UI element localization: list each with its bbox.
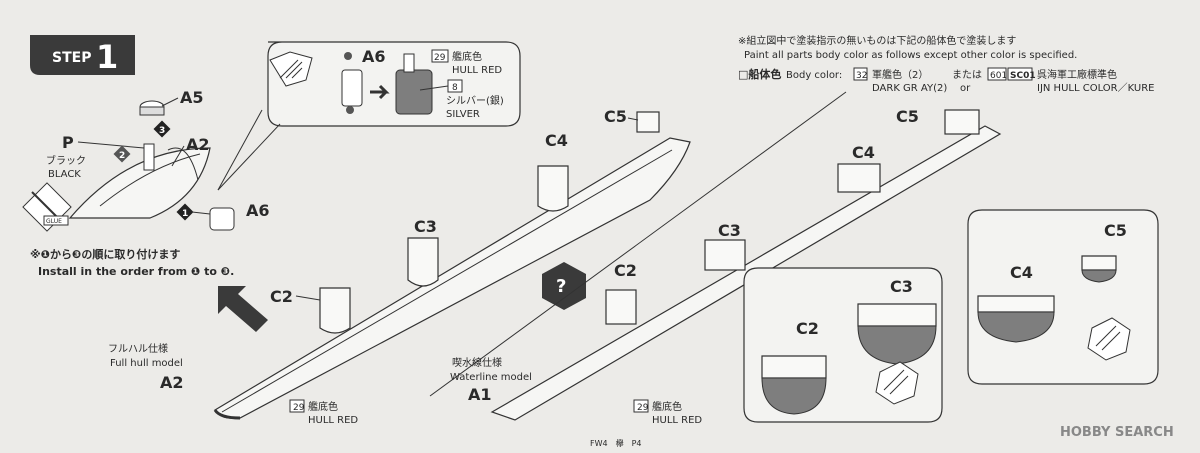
detail-paint-2-code: 8	[452, 83, 458, 93]
c5-wl-label: C5	[896, 107, 919, 126]
body-color-jp: □船体色	[738, 67, 781, 81]
part-a1-label: A1	[468, 385, 492, 404]
paint-code-box	[1007, 67, 1033, 81]
part-a2-hull-label: A2	[160, 373, 184, 392]
part-a6	[209, 207, 235, 231]
step-label: STEP	[52, 50, 91, 66]
order-marker-1: 1	[176, 203, 194, 221]
detail-paint-2-en: SILVER	[446, 109, 480, 120]
page-footer: FW4 欅 P4	[590, 439, 642, 448]
c2-full-label: C2	[270, 287, 293, 306]
hull-red-wl-en: HULL RED	[652, 415, 702, 426]
hull-red-wl-jp: 艦底色	[652, 400, 682, 413]
paint-icon	[875, 361, 919, 405]
c3-full-label: C3	[414, 217, 437, 236]
step-number: 1	[96, 38, 118, 76]
detail-paint-1-jp: 艦底色	[452, 50, 482, 63]
paint-note-jp: ※組立図中で塗装指示の無いものは下記の船体色で塗装します	[738, 34, 1016, 47]
color-2-en: IJN HULL COLOR／KURE	[1037, 82, 1154, 94]
bulkhead-c4-full	[537, 165, 569, 212]
paint-code-1: 32	[856, 71, 867, 81]
bulkhead-c3-wl	[704, 239, 746, 271]
bulkhead-c4-wl	[837, 163, 881, 193]
part-a2-bow-label: A2	[186, 135, 210, 154]
full-hull-en: Full hull model	[110, 358, 183, 369]
part-p-label: P	[62, 133, 74, 152]
detail-paint-1-en: HULL RED	[452, 65, 502, 76]
glue-icon	[269, 51, 313, 87]
c5-section-label: C5	[1104, 221, 1127, 240]
color-2-jp: 呉海軍工廠標準色	[1037, 68, 1117, 81]
svg-text:GLUE: GLUE	[46, 218, 62, 225]
part-a5-label: A5	[180, 88, 204, 107]
c5-full-label: C5	[604, 107, 627, 126]
black-paint-en: BLACK	[48, 169, 81, 180]
hull-red-full-en: HULL RED	[308, 415, 358, 426]
c2-wl-label: C2	[614, 261, 637, 280]
paint-code-box	[987, 67, 1007, 81]
detail-paint-2-jp: シルバー(銀)	[446, 94, 504, 107]
bulkhead-c5-full	[636, 111, 660, 133]
or-jp: または	[952, 69, 982, 81]
full-hull-assembly: C2 C3 C4 C5 フルハル仕様 Full hull model A2 29…	[108, 107, 691, 426]
glue-warning-icon: GLUE	[22, 182, 72, 232]
bow-assembly: A5 P A2 ブラック BLACK 1 2 3 A6 GLUE	[22, 88, 270, 232]
option-selector-icon: ?	[542, 262, 586, 310]
c4-wl-label: C4	[852, 143, 875, 162]
order-marker-2: 2	[113, 145, 131, 163]
c3-wl-label: C3	[718, 221, 741, 240]
c2-section-label: C2	[796, 319, 819, 338]
svg-text:1: 1	[182, 209, 188, 219]
cross-section-callout-c2-c3: C2 C3	[743, 267, 943, 423]
color-1-en: DARK GR AY(2)	[872, 83, 947, 94]
paint-note-en: Paint all parts body color as follows ex…	[744, 50, 1077, 61]
c4-section-label: C4	[1010, 263, 1033, 282]
detail-paint-1-code: 29	[434, 53, 446, 63]
waterline-jp: 喫水線仕様	[452, 356, 502, 369]
svg-text:?: ?	[556, 276, 566, 297]
paint-code-box	[853, 67, 868, 81]
step-badge: STEP 1	[30, 35, 135, 76]
install-note-en: Install in the order from ❶ to ❸.	[38, 265, 234, 278]
svg-text:2: 2	[119, 151, 125, 161]
bulkhead-c3-full	[407, 237, 439, 287]
black-paint-jp: ブラック	[46, 154, 86, 167]
direction-arrow-icon	[218, 286, 268, 332]
c4-full-label: C4	[545, 131, 568, 150]
body-color-en: Body color:	[786, 70, 842, 81]
bulkhead-c2-full	[319, 287, 351, 334]
paint-code-3: SC01	[1010, 71, 1036, 81]
hull-red-wl-code: 29	[637, 403, 649, 413]
detail-part-a6: A6	[362, 47, 386, 66]
paint-note: ※組立図中で塗装指示の無いものは下記の船体色で塗装します Paint all p…	[738, 34, 1154, 94]
part-a6-label: A6	[246, 201, 270, 220]
part-p-post	[143, 143, 155, 171]
divider-line	[429, 91, 847, 397]
or-en: or	[960, 83, 971, 94]
full-hull-jp: フルハル仕様	[108, 342, 168, 355]
bulkhead-c2-wl	[605, 289, 637, 325]
watermark: HOBBY SEARCH	[1060, 425, 1174, 440]
svg-text:3: 3	[159, 126, 165, 136]
waterline-en: Waterline model	[450, 372, 532, 383]
order-marker-3: 3	[153, 120, 171, 138]
c3-section-label: C3	[890, 277, 913, 296]
hull-red-full-code: 29	[293, 403, 305, 413]
bulkhead-c5-wl	[944, 109, 980, 135]
install-note-jp: ※❶から❸の順に取り付けます	[30, 247, 180, 261]
hull-red-full-jp: 艦底色	[308, 400, 338, 413]
a6-detail-callout: A6 29 艦底色 HULL RED 8 シルバー(銀) SILVER	[217, 41, 521, 191]
cross-section-callout-c4-c5: C5 C4	[967, 209, 1159, 385]
color-1-jp: 軍艦色（2）	[872, 68, 928, 81]
paint-code-2: 601	[990, 71, 1007, 81]
paint-icon	[1087, 317, 1131, 361]
